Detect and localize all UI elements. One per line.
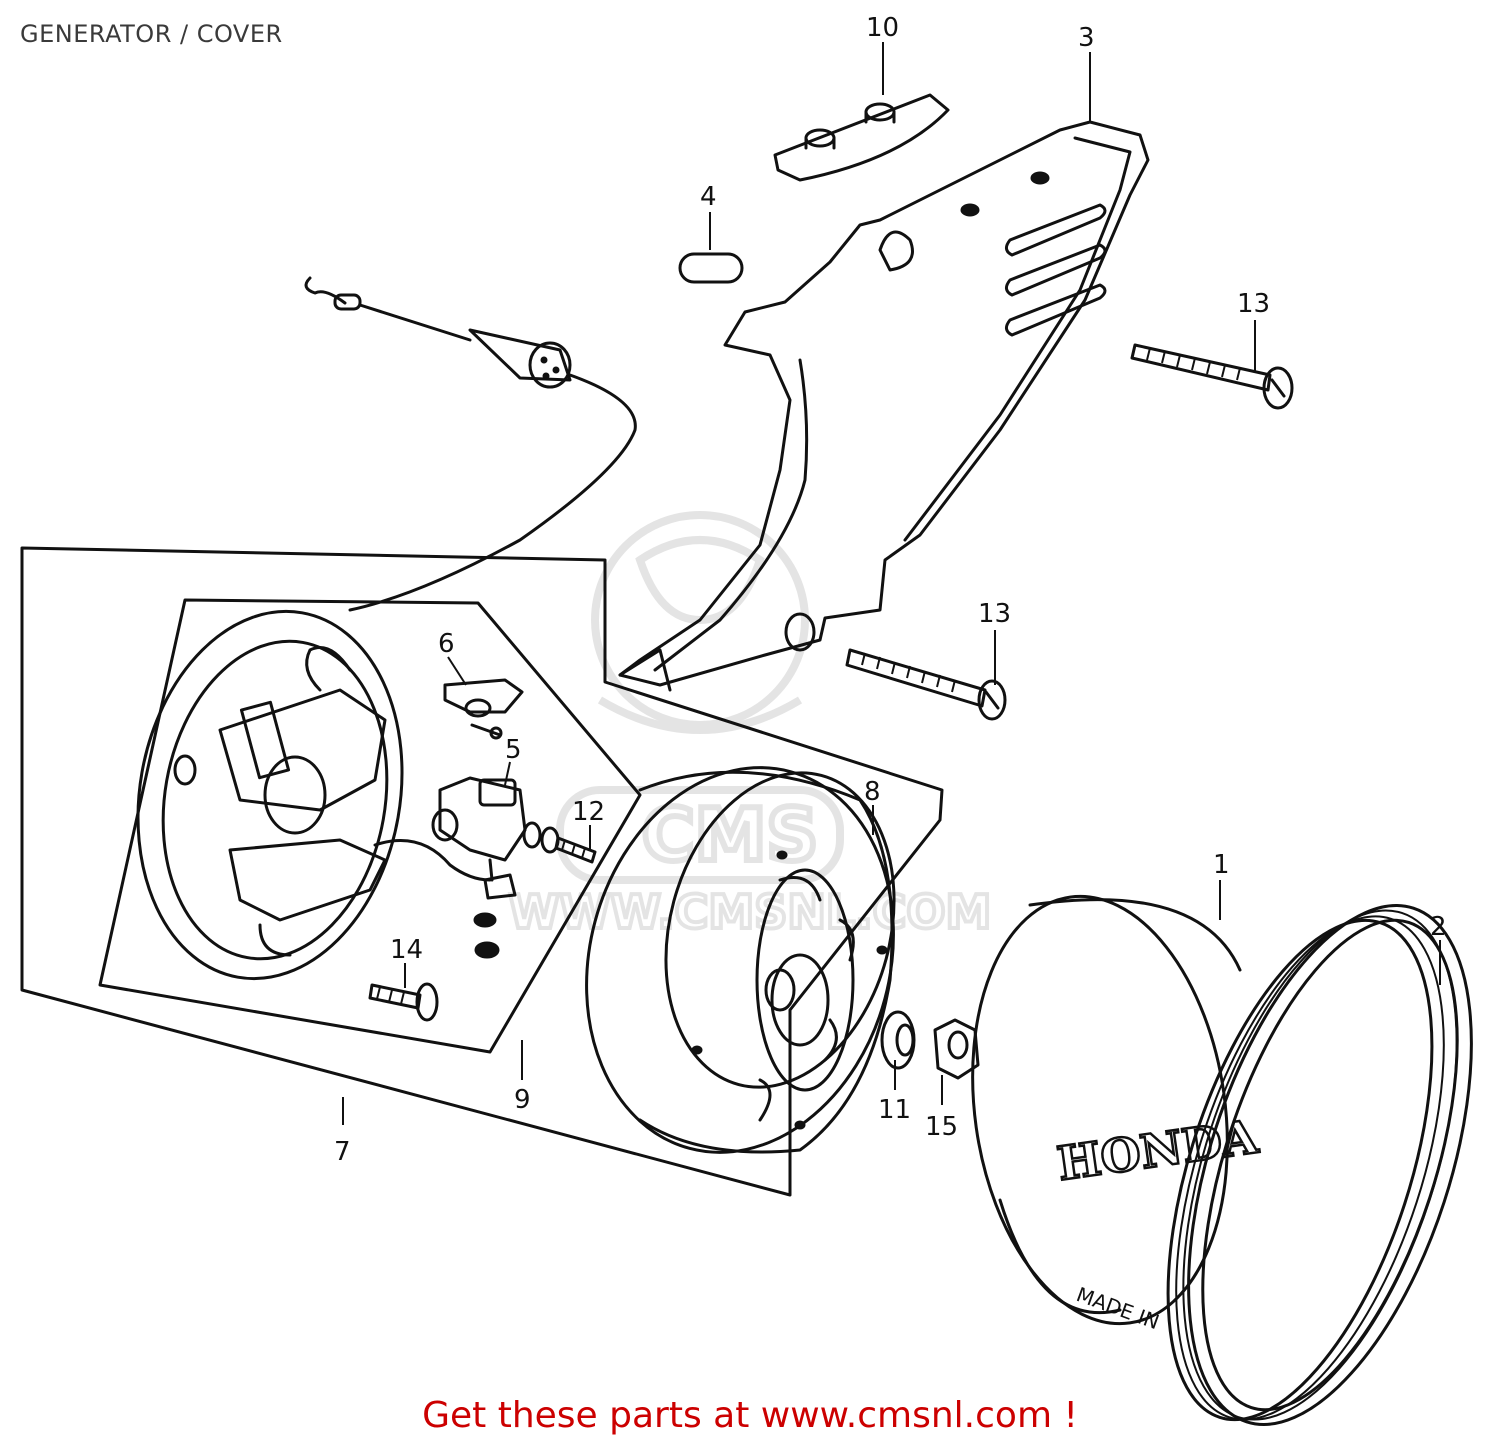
part-14-screw: [368, 982, 439, 1022]
callout-12: 12: [572, 797, 605, 827]
part-13-screw-lower: [845, 648, 1007, 721]
part-5-condenser: [431, 776, 527, 882]
stator-plate: [136, 609, 492, 981]
part-11-washer: [880, 1010, 916, 1070]
callout-15: 15: [925, 1112, 958, 1142]
assembly-box-9: [98, 598, 642, 1054]
callout-14: 14: [390, 935, 423, 965]
watermark-text: WWW.CMSNL.COM: [509, 885, 992, 939]
callout-9: 9: [514, 1085, 531, 1115]
callout-13-upper: 13: [1237, 289, 1270, 319]
callout-4: 4: [700, 182, 717, 212]
wire-connector: [473, 873, 517, 959]
page-title: GENERATOR / COVER: [20, 20, 283, 48]
callout-5: 5: [505, 735, 522, 765]
leader-lines: [342, 42, 1441, 1125]
callout-1: 1: [1213, 850, 1230, 880]
part-15-nut: [933, 1018, 980, 1080]
part-10-pad: [773, 93, 950, 182]
part-3-cover: [618, 120, 1150, 692]
callout-3: 3: [1078, 23, 1095, 53]
footer-link[interactable]: Get these parts at www.cmsnl.com !: [422, 1395, 1078, 1436]
callout-11: 11: [878, 1095, 911, 1125]
part-12-screw: [522, 821, 597, 864]
part-4-grommet: [678, 252, 744, 284]
callout-6: 6: [438, 629, 455, 659]
cover-logo: HONDA: [1054, 1109, 1262, 1191]
callout-2: 2: [1430, 912, 1447, 942]
wire-harness: [304, 276, 637, 612]
part-13-screw-upper: [1130, 343, 1294, 410]
part-6-contact-breaker: [443, 678, 524, 740]
assembly-box-7: [20, 546, 944, 1197]
callout-13-lower: 13: [978, 599, 1011, 629]
callout-10: 10: [866, 13, 899, 43]
callout-7: 7: [334, 1137, 351, 1167]
part-2-ring: [1166, 904, 1473, 1426]
part-1-cover: HONDA MADE IN: [971, 894, 1263, 1334]
callouts: 10 3 4 13 13 6 5 12 8 1 2 14 11 15 9 7: [334, 13, 1447, 1167]
cover-text: MADE IN: [1073, 1282, 1162, 1334]
callout-8: 8: [864, 777, 881, 807]
part-8-rotor: [585, 766, 896, 1154]
